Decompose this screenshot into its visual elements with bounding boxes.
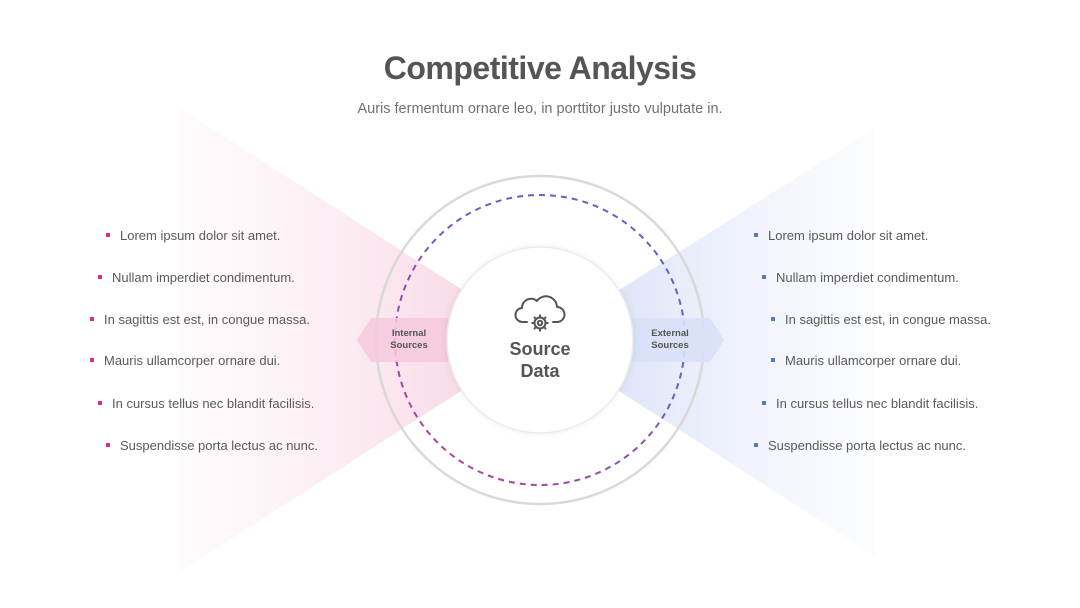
source-data-line2: Data xyxy=(520,361,560,381)
internal-sources-line1: Internal xyxy=(391,328,427,339)
internal-list-item: In cursus tellus nec blandit facilisis. xyxy=(98,396,314,412)
external-list-item: Mauris ullamcorper ornare dui. xyxy=(771,353,961,369)
internal-list-item-text: Mauris ullamcorper ornare dui. xyxy=(104,353,281,368)
external-sources-line2: Sources xyxy=(651,340,689,351)
bullet-icon xyxy=(106,442,110,447)
bullet-icon xyxy=(90,316,94,321)
internal-list-item-text: Suspendisse porta lectus ac nunc. xyxy=(120,438,319,453)
internal-list-item: Lorem ipsum dolor sit amet. xyxy=(106,228,280,244)
internal-list-item: Suspendisse porta lectus ac nunc. xyxy=(106,438,318,454)
cloud-gear-icon xyxy=(514,295,566,332)
external-list-item-text: In cursus tellus nec blandit facilisis. xyxy=(776,396,979,411)
center-circle xyxy=(446,246,634,434)
bullet-icon xyxy=(754,442,758,447)
source-data-line1: Source xyxy=(509,339,571,359)
external-list-item-text: Nullam imperdiet condimentum. xyxy=(776,270,959,285)
page-title: Competitive Analysis xyxy=(383,50,697,86)
external-list-item: In cursus tellus nec blandit facilisis. xyxy=(762,396,978,412)
internal-sources-line2: Sources xyxy=(390,340,428,351)
bullet-icon xyxy=(106,232,110,237)
external-sources-label: External Sources xyxy=(635,328,705,352)
internal-list-item-text: In cursus tellus nec blandit facilisis. xyxy=(112,396,315,411)
bullet-icon xyxy=(98,400,102,405)
bullet-icon xyxy=(754,232,758,237)
bullet-icon xyxy=(98,274,102,279)
internal-sources-arrow xyxy=(357,318,448,362)
bullet-icon xyxy=(90,357,94,362)
bullet-icon xyxy=(771,357,775,362)
external-list-item: Nullam imperdiet condimentum. xyxy=(762,270,959,286)
internal-list-item: Mauris ullamcorper ornare dui. xyxy=(90,353,280,369)
internal-list-item-text: In sagittis est est, in congue massa. xyxy=(104,312,310,327)
external-list-item: In sagittis est est, in congue massa. xyxy=(771,312,991,328)
external-list-item: Lorem ipsum dolor sit amet. xyxy=(754,228,928,244)
external-list-item-text: Lorem ipsum dolor sit amet. xyxy=(768,228,929,243)
external-list-item-text: Suspendisse porta lectus ac nunc. xyxy=(768,438,967,453)
page-subtitle: Auris fermentum ornare leo, in porttitor… xyxy=(357,101,723,117)
bullet-icon xyxy=(762,400,766,405)
internal-list-item-text: Lorem ipsum dolor sit amet. xyxy=(120,228,281,243)
internal-list-item: In sagittis est est, in congue massa. xyxy=(90,312,310,328)
internal-list-item-text: Nullam imperdiet condimentum. xyxy=(112,270,295,285)
external-list-item-text: In sagittis est est, in congue massa. xyxy=(785,312,991,327)
bullet-icon xyxy=(762,274,766,279)
internal-list-item: Nullam imperdiet condimentum. xyxy=(98,270,295,286)
bullet-icon xyxy=(771,316,775,321)
external-sources-arrow xyxy=(632,318,724,362)
internal-sources-label: Internal Sources xyxy=(374,328,444,352)
external-list-item: Suspendisse porta lectus ac nunc. xyxy=(754,438,966,454)
source-data-label: Source Data xyxy=(470,338,610,382)
external-list-item-text: Mauris ullamcorper ornare dui. xyxy=(785,353,962,368)
external-sources-line1: External xyxy=(651,328,689,339)
